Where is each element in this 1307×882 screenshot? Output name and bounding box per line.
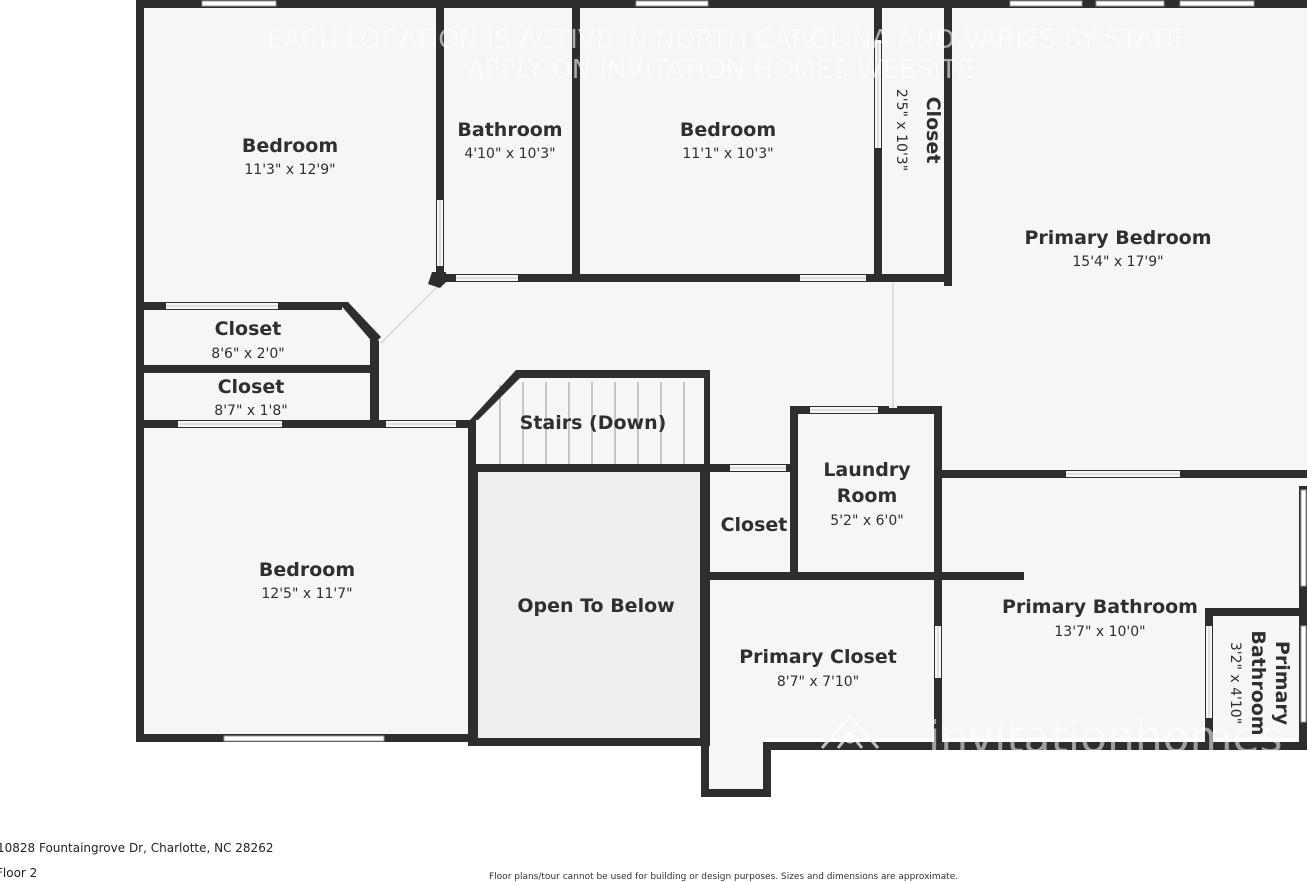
room-open-below-name: Open To Below (517, 595, 674, 617)
room-bedroom-sw-dims: 12'5" x 11'7" (261, 586, 352, 602)
room-closet-b-name: Closet (218, 376, 285, 398)
address-text: 10828 Fountaingrove Dr, Charlotte, NC 28… (0, 841, 274, 855)
room-primary-bathroom-name: Primary Bathroom (1002, 596, 1198, 618)
room-primary-bathroom-dims: 13'7" x 10'0" (1054, 624, 1145, 640)
room-primary-bedroom-dims: 15'4" x 17'9" (1072, 254, 1163, 270)
disclaimer-text: Floor plans/tour cannot be used for buil… (489, 872, 959, 882)
diagonal-opening (378, 272, 446, 346)
room-closet-a-name: Closet (215, 318, 282, 340)
brand-logo-text: invitationhomes (928, 712, 1283, 763)
room-closet-c-name: Closet (721, 514, 788, 536)
watermark-line-1: EACH LOCATION IS ACTIVE IN NORTH CAROLIN… (267, 25, 1183, 55)
room-stairs-name: Stairs (Down) (520, 412, 667, 434)
room-closet-n-name: Closet (922, 97, 944, 164)
room-bedroom-nw-name: Bedroom (242, 135, 338, 157)
room-primary-closet-name: Primary Closet (739, 646, 897, 668)
windows (201, 0, 1307, 742)
room-bedroom-n-dims: 11'1" x 10'3" (682, 146, 773, 162)
room-primary-closet-dims: 8'7" x 7'10" (777, 674, 859, 690)
room-primary-bedroom-name: Primary Bedroom (1024, 227, 1211, 249)
watermark-line-2: APPLY ON INVITATION HOMES WEBSITE (467, 55, 973, 85)
room-bathroom-dims: 4'10" x 10'3" (464, 146, 555, 162)
brand-logo-icon (820, 713, 880, 749)
room-laundry-name-1: Laundry (823, 459, 911, 481)
room-bedroom-n-name: Bedroom (680, 119, 776, 141)
watermark: EACH LOCATION IS ACTIVE IN NORTH CAROLIN… (267, 25, 1283, 763)
open-to-below-area (475, 470, 701, 742)
stairs-area (478, 380, 704, 466)
room-laundry-name-2: Room (837, 485, 898, 507)
room-primary-bathroom-small-name-1: Primary (1271, 641, 1293, 726)
room-closet-n-dims: 2'5" x 10'3" (893, 89, 909, 171)
room-bedroom-nw-dims: 11'3" x 12'9" (244, 162, 335, 178)
room-bathroom-name: Bathroom (457, 119, 562, 141)
room-closet-b-dims: 8'7" x 1'8" (214, 403, 287, 419)
stair-treads (499, 382, 685, 466)
door-lines (166, 40, 1210, 718)
room-primary-bathroom-small-name-2: Bathroom (1247, 630, 1269, 735)
room-labels: Bedroom 11'3" x 12'9" Bathroom 4'10" x 1… (211, 89, 1293, 736)
room-closet-a-dims: 8'6" x 2'0" (211, 346, 284, 362)
room-laundry-dims: 5'2" x 6'0" (830, 513, 903, 529)
floor-label: Floor 2 (0, 866, 38, 880)
room-primary-bathroom-small-dims: 3'2" x 4'10" (1227, 642, 1243, 724)
room-bedroom-sw-name: Bedroom (259, 559, 355, 581)
